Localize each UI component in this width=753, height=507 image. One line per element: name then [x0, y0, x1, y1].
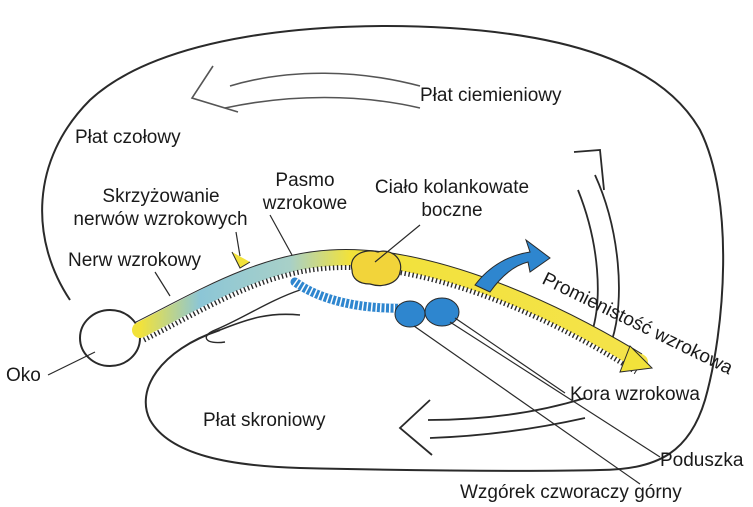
frontal-lobe-label: Płat czołowy: [75, 127, 181, 149]
tract-leader: [270, 215, 292, 255]
tract-label-line2: wzrokowe: [250, 193, 360, 215]
cortex-leader: [455, 318, 565, 393]
chiasm-label-line2: nerwów wzrokowych: [70, 209, 251, 231]
chiasm-label-line1: Skrzyżowanie: [83, 186, 239, 208]
top-arrow: [225, 73, 420, 108]
bottom-arrow: [428, 398, 585, 438]
chiasm-leader: [236, 232, 240, 256]
visual-cortex-label: Kora wzrokowa: [570, 384, 700, 406]
pulvinar-label: Poduszka: [660, 450, 743, 472]
lgn-label-line1: Ciało kolankowate: [356, 177, 548, 199]
colliculus-label: Wzgórek czworaczy górny: [460, 482, 682, 504]
chiasm-marker: [232, 252, 250, 268]
bottom-arrowhead: [400, 400, 432, 455]
colliculus-shape: [395, 301, 425, 327]
lgn-label-line2: boczne: [356, 200, 548, 222]
tract-label-line1: Pasmo: [250, 170, 360, 192]
eye-shape: [80, 310, 140, 366]
eye-label: Oko: [6, 365, 41, 387]
lgn-shape: [351, 251, 400, 286]
optic-nerve-label: Nerw wzrokowy: [68, 250, 201, 272]
colliculus-pathway: [295, 282, 410, 308]
nerve-leader: [155, 272, 170, 296]
eye-leader: [48, 352, 95, 375]
top-arrowhead: [192, 66, 238, 112]
parietal-lobe-label: Płat ciemieniowy: [420, 85, 562, 107]
blue-branch-arrow: [475, 240, 550, 292]
pulvinar-shape: [425, 298, 459, 326]
temporal-lobe-label: Płat skroniowy: [203, 410, 326, 432]
